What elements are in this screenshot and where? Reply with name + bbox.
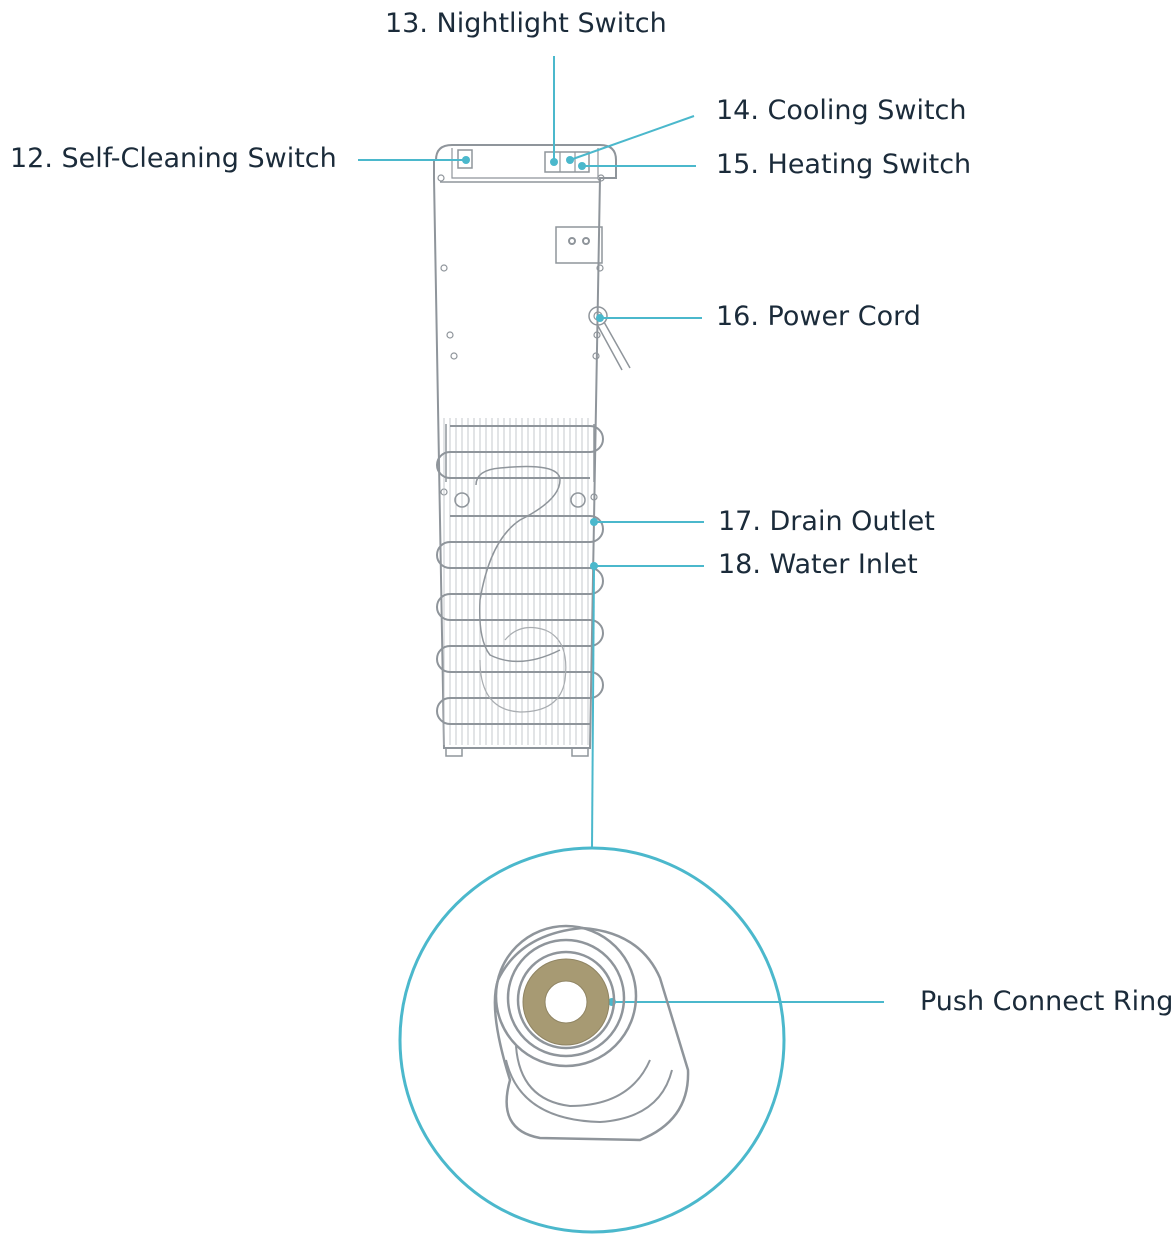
nightlight-switch-label: 13. Nightlight Switch (385, 8, 667, 39)
dispenser-outline (433, 144, 617, 749)
inlet-opening (544, 980, 588, 1024)
self-cleaning-switch-label: 12. Self-Cleaning Switch (10, 143, 337, 174)
callout-lines (358, 56, 884, 1003)
water-inlet-label: 18. Water Inlet (718, 549, 918, 580)
zoom-circle (398, 846, 786, 1234)
condenser-fins (443, 418, 589, 745)
push-connect-ring-label: Push Connect Ring (920, 986, 1173, 1017)
screws (437, 174, 605, 501)
power-cord (597, 321, 631, 371)
condenser-coils (436, 424, 604, 725)
water-inlet-detail (493, 924, 690, 1142)
power-cord-label: 16. Power Cord (716, 301, 921, 332)
label-plate (555, 226, 603, 264)
callout-inlet-zoom (591, 565, 595, 849)
foot-left (445, 748, 463, 757)
callout-cooling (569, 115, 695, 161)
dispenser-body (433, 144, 631, 757)
foot-right (571, 748, 589, 757)
heating-switch-label: 15. Heating Switch (716, 149, 972, 180)
top-panel (451, 148, 599, 179)
switch-bank (544, 151, 590, 173)
power-cord-socket (588, 306, 608, 326)
drain-outlet-label: 17. Drain Outlet (718, 506, 935, 537)
cooling-switch-label: 14. Cooling Switch (716, 95, 967, 126)
